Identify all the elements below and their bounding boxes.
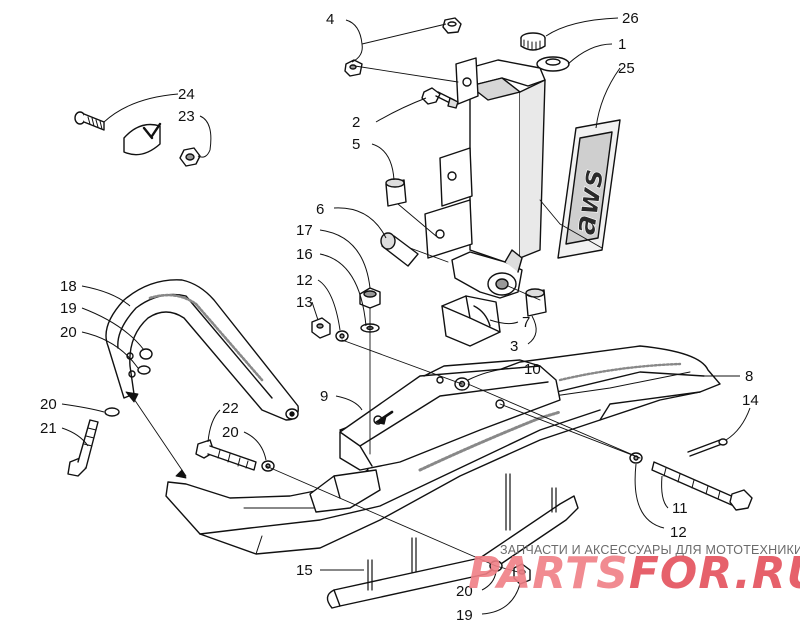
watermark-tagline: ЗАПЧАСТИ И АКСЕССУАРЫ ДЛЯ МОТОТЕХНИКИ xyxy=(500,543,800,557)
callout-label: 20 xyxy=(40,396,57,413)
callout-label: 12 xyxy=(296,272,313,289)
callout-label: 8 xyxy=(745,368,753,385)
assembly-lines xyxy=(125,65,641,573)
grease-fitting-2 xyxy=(421,87,459,109)
callout-label: 19 xyxy=(60,300,77,317)
cotter-pin-14 xyxy=(687,438,728,457)
callout-label: 5 xyxy=(352,136,360,153)
ski-loop-18 xyxy=(105,279,299,421)
watermark-logo-part2: FOR.RU xyxy=(628,548,800,599)
callout-label: 15 xyxy=(296,562,313,579)
callout-label: 16 xyxy=(296,246,313,263)
callout-label: 18 xyxy=(60,278,77,295)
callout-label: 20 xyxy=(456,583,473,600)
watermark-logo: PARTSFOR.RU xyxy=(468,548,800,599)
callout-label: 7 xyxy=(522,314,530,331)
bushing-5 xyxy=(385,178,407,207)
washer-nut-19-20 xyxy=(137,348,531,585)
bolt-11 xyxy=(629,452,753,511)
callout-label: 4 xyxy=(326,11,334,28)
bolt-21 xyxy=(67,407,120,477)
bolt-24 xyxy=(74,111,105,131)
callout-label: 2 xyxy=(352,114,360,131)
callout-label: 21 xyxy=(40,420,57,437)
bolt-22 xyxy=(195,439,275,472)
ski-saddle-9 xyxy=(309,359,561,513)
clip-23 xyxy=(123,122,201,167)
ski-8 xyxy=(165,345,721,555)
watermark-logo-part1: PARTS xyxy=(468,548,629,599)
callout-label: 20 xyxy=(222,424,239,441)
cap-26 xyxy=(520,32,546,51)
callout-label: 20 xyxy=(60,324,77,341)
bushing-3 xyxy=(525,288,547,317)
wear-bar-15 xyxy=(326,473,579,609)
nut-4 xyxy=(344,17,462,77)
callout-label: 22 xyxy=(222,400,239,417)
callout-label: 17 xyxy=(296,222,313,239)
callout-label: 11 xyxy=(672,500,688,517)
callout-label: 10 xyxy=(524,361,541,378)
callout-label: 1 xyxy=(618,36,626,53)
spindle-tube xyxy=(424,56,570,299)
callout-label: 25 xyxy=(618,60,635,77)
callout-label: 6 xyxy=(316,201,324,218)
callout-label: 24 xyxy=(178,86,195,103)
callout-label: 3 xyxy=(510,338,518,355)
spacer-block-7 xyxy=(441,295,501,347)
callout-label: 12 xyxy=(670,524,687,541)
nut-13 xyxy=(311,317,349,342)
aws-decal-25 xyxy=(557,119,621,259)
callout-label: 9 xyxy=(320,388,328,405)
callout-label: 13 xyxy=(296,294,313,311)
callout-label: 19 xyxy=(456,607,473,624)
bushing-6 xyxy=(380,232,419,267)
callouts: 1 2 3 4 5 6 7 8 9 10 11 12 xyxy=(40,10,759,624)
callout-label: 26 xyxy=(622,10,639,27)
callout-label: 14 xyxy=(742,392,759,409)
callout-label: 23 xyxy=(178,108,195,125)
